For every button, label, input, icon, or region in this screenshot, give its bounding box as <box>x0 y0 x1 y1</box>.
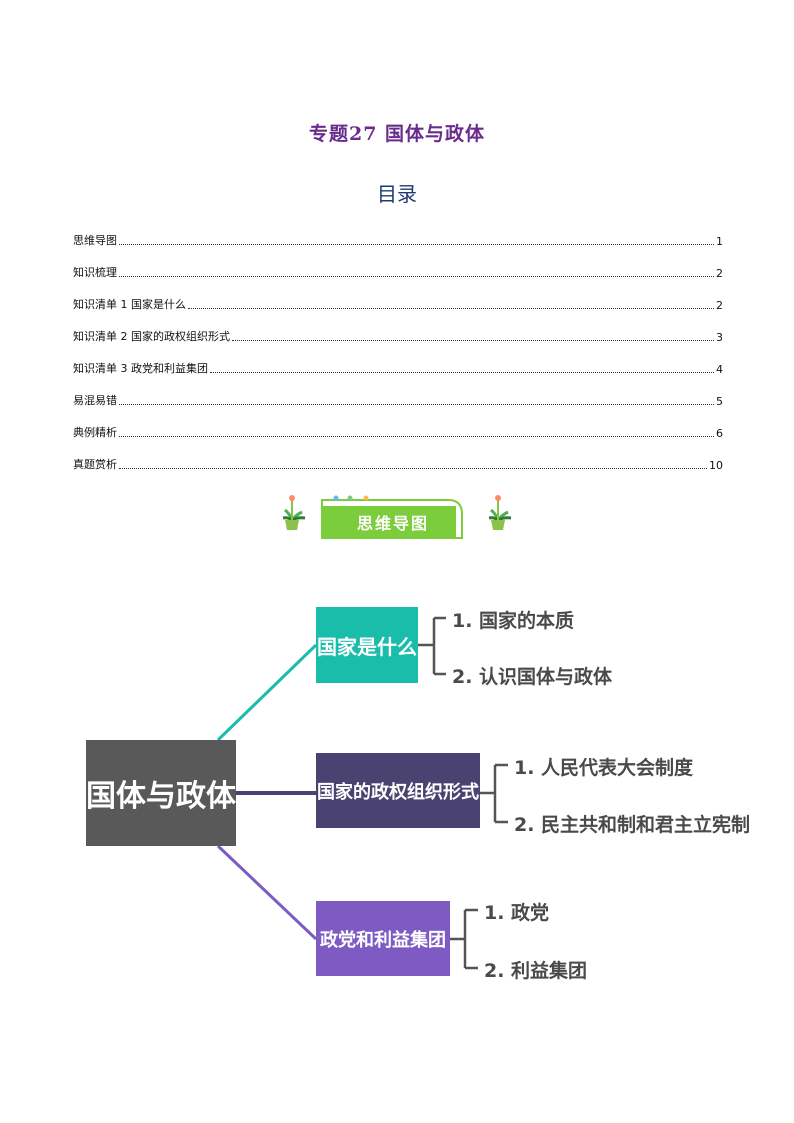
banner-label: 思维导图 <box>356 514 429 533</box>
leaf-item: 2. 民主共和制和君主立宪制 <box>514 814 751 836</box>
toc-entry-examples[interactable]: 典例精析 6 <box>73 408 723 440</box>
toc-label: 知识清单 1 国家是什么 <box>73 298 186 311</box>
toc-label: 知识梳理 <box>73 266 117 279</box>
toc-entry-list-3[interactable]: 知识清单 3 政党和利益集团 4 <box>73 344 723 376</box>
toc-page: 6 <box>716 427 723 440</box>
toc-label: 知识清单 2 国家的政权组织形式 <box>73 330 230 343</box>
toc-leader <box>119 244 714 245</box>
toc-page: 3 <box>716 331 723 344</box>
toc-leader <box>188 308 714 309</box>
page-title: 专题27 国体与政体 <box>308 123 486 145</box>
toc-page: 5 <box>716 395 723 408</box>
toc-label: 思维导图 <box>73 234 117 247</box>
branch-node-1: 国家是什么 <box>316 607 418 683</box>
leaf-item: 1. 国家的本质 <box>452 610 575 632</box>
toc-page: 4 <box>716 363 723 376</box>
toc-entry-mistakes[interactable]: 易混易错 5 <box>73 376 723 408</box>
toc-entry-list-1[interactable]: 知识清单 1 国家是什么 2 <box>73 280 723 312</box>
leaf-item: 1. 政党 <box>484 902 550 924</box>
branch-node-3: 政党和利益集团 <box>316 901 450 976</box>
table-of-contents: 思维导图 1 知识梳理 2 知识清单 1 国家是什么 2 知识清单 2 国家的政权组织… <box>73 216 723 472</box>
plant-icon <box>282 495 306 530</box>
leaf-item: 1. 人民代表大会制度 <box>514 757 694 779</box>
toc-page: 2 <box>716 267 723 280</box>
toc-entry-knowledge[interactable]: 知识梳理 2 <box>73 248 723 280</box>
connector-branch-3 <box>216 844 318 941</box>
toc-entry-mindmap[interactable]: 思维导图 1 <box>73 216 723 248</box>
toc-entry-list-2[interactable]: 知识清单 2 国家的政权组织形式 3 <box>73 312 723 344</box>
toc-leader <box>210 372 714 373</box>
leaf-item: 2. 利益集团 <box>484 960 588 982</box>
mind-map-root: 国体与政体 <box>86 740 236 846</box>
toc-page: 10 <box>709 459 723 472</box>
bracket-branch-3 <box>450 908 478 970</box>
toc-heading: 目录 <box>377 182 417 206</box>
mind-map: 国体与政体 国家是什么 国家的政权组织形式 政党和利益集团 1. 国家的本质 2… <box>0 590 794 990</box>
mind-map-connectors <box>216 616 508 970</box>
toc-label: 知识清单 3 政党和利益集团 <box>73 362 208 375</box>
bracket-branch-2 <box>480 763 508 824</box>
plant-icon <box>488 495 512 530</box>
toc-leader <box>119 436 714 437</box>
toc-label: 易混易错 <box>73 394 117 407</box>
connector-branch-1 <box>216 643 318 742</box>
branch-node-2: 国家的政权组织形式 <box>316 753 480 828</box>
toc-label: 真题赏析 <box>73 458 117 471</box>
toc-page: 1 <box>716 235 723 248</box>
section-banner <box>282 495 512 539</box>
toc-leader <box>119 276 714 277</box>
leaf-item: 2. 认识国体与政体 <box>452 666 613 688</box>
bracket-branch-1 <box>418 616 446 676</box>
banner-tag <box>321 495 463 539</box>
toc-leader <box>232 340 714 341</box>
toc-entry-exam[interactable]: 真题赏析 10 <box>73 440 723 472</box>
toc-page: 2 <box>716 299 723 312</box>
toc-leader <box>119 404 714 405</box>
toc-label: 典例精析 <box>73 426 117 439</box>
toc-leader <box>119 468 707 469</box>
